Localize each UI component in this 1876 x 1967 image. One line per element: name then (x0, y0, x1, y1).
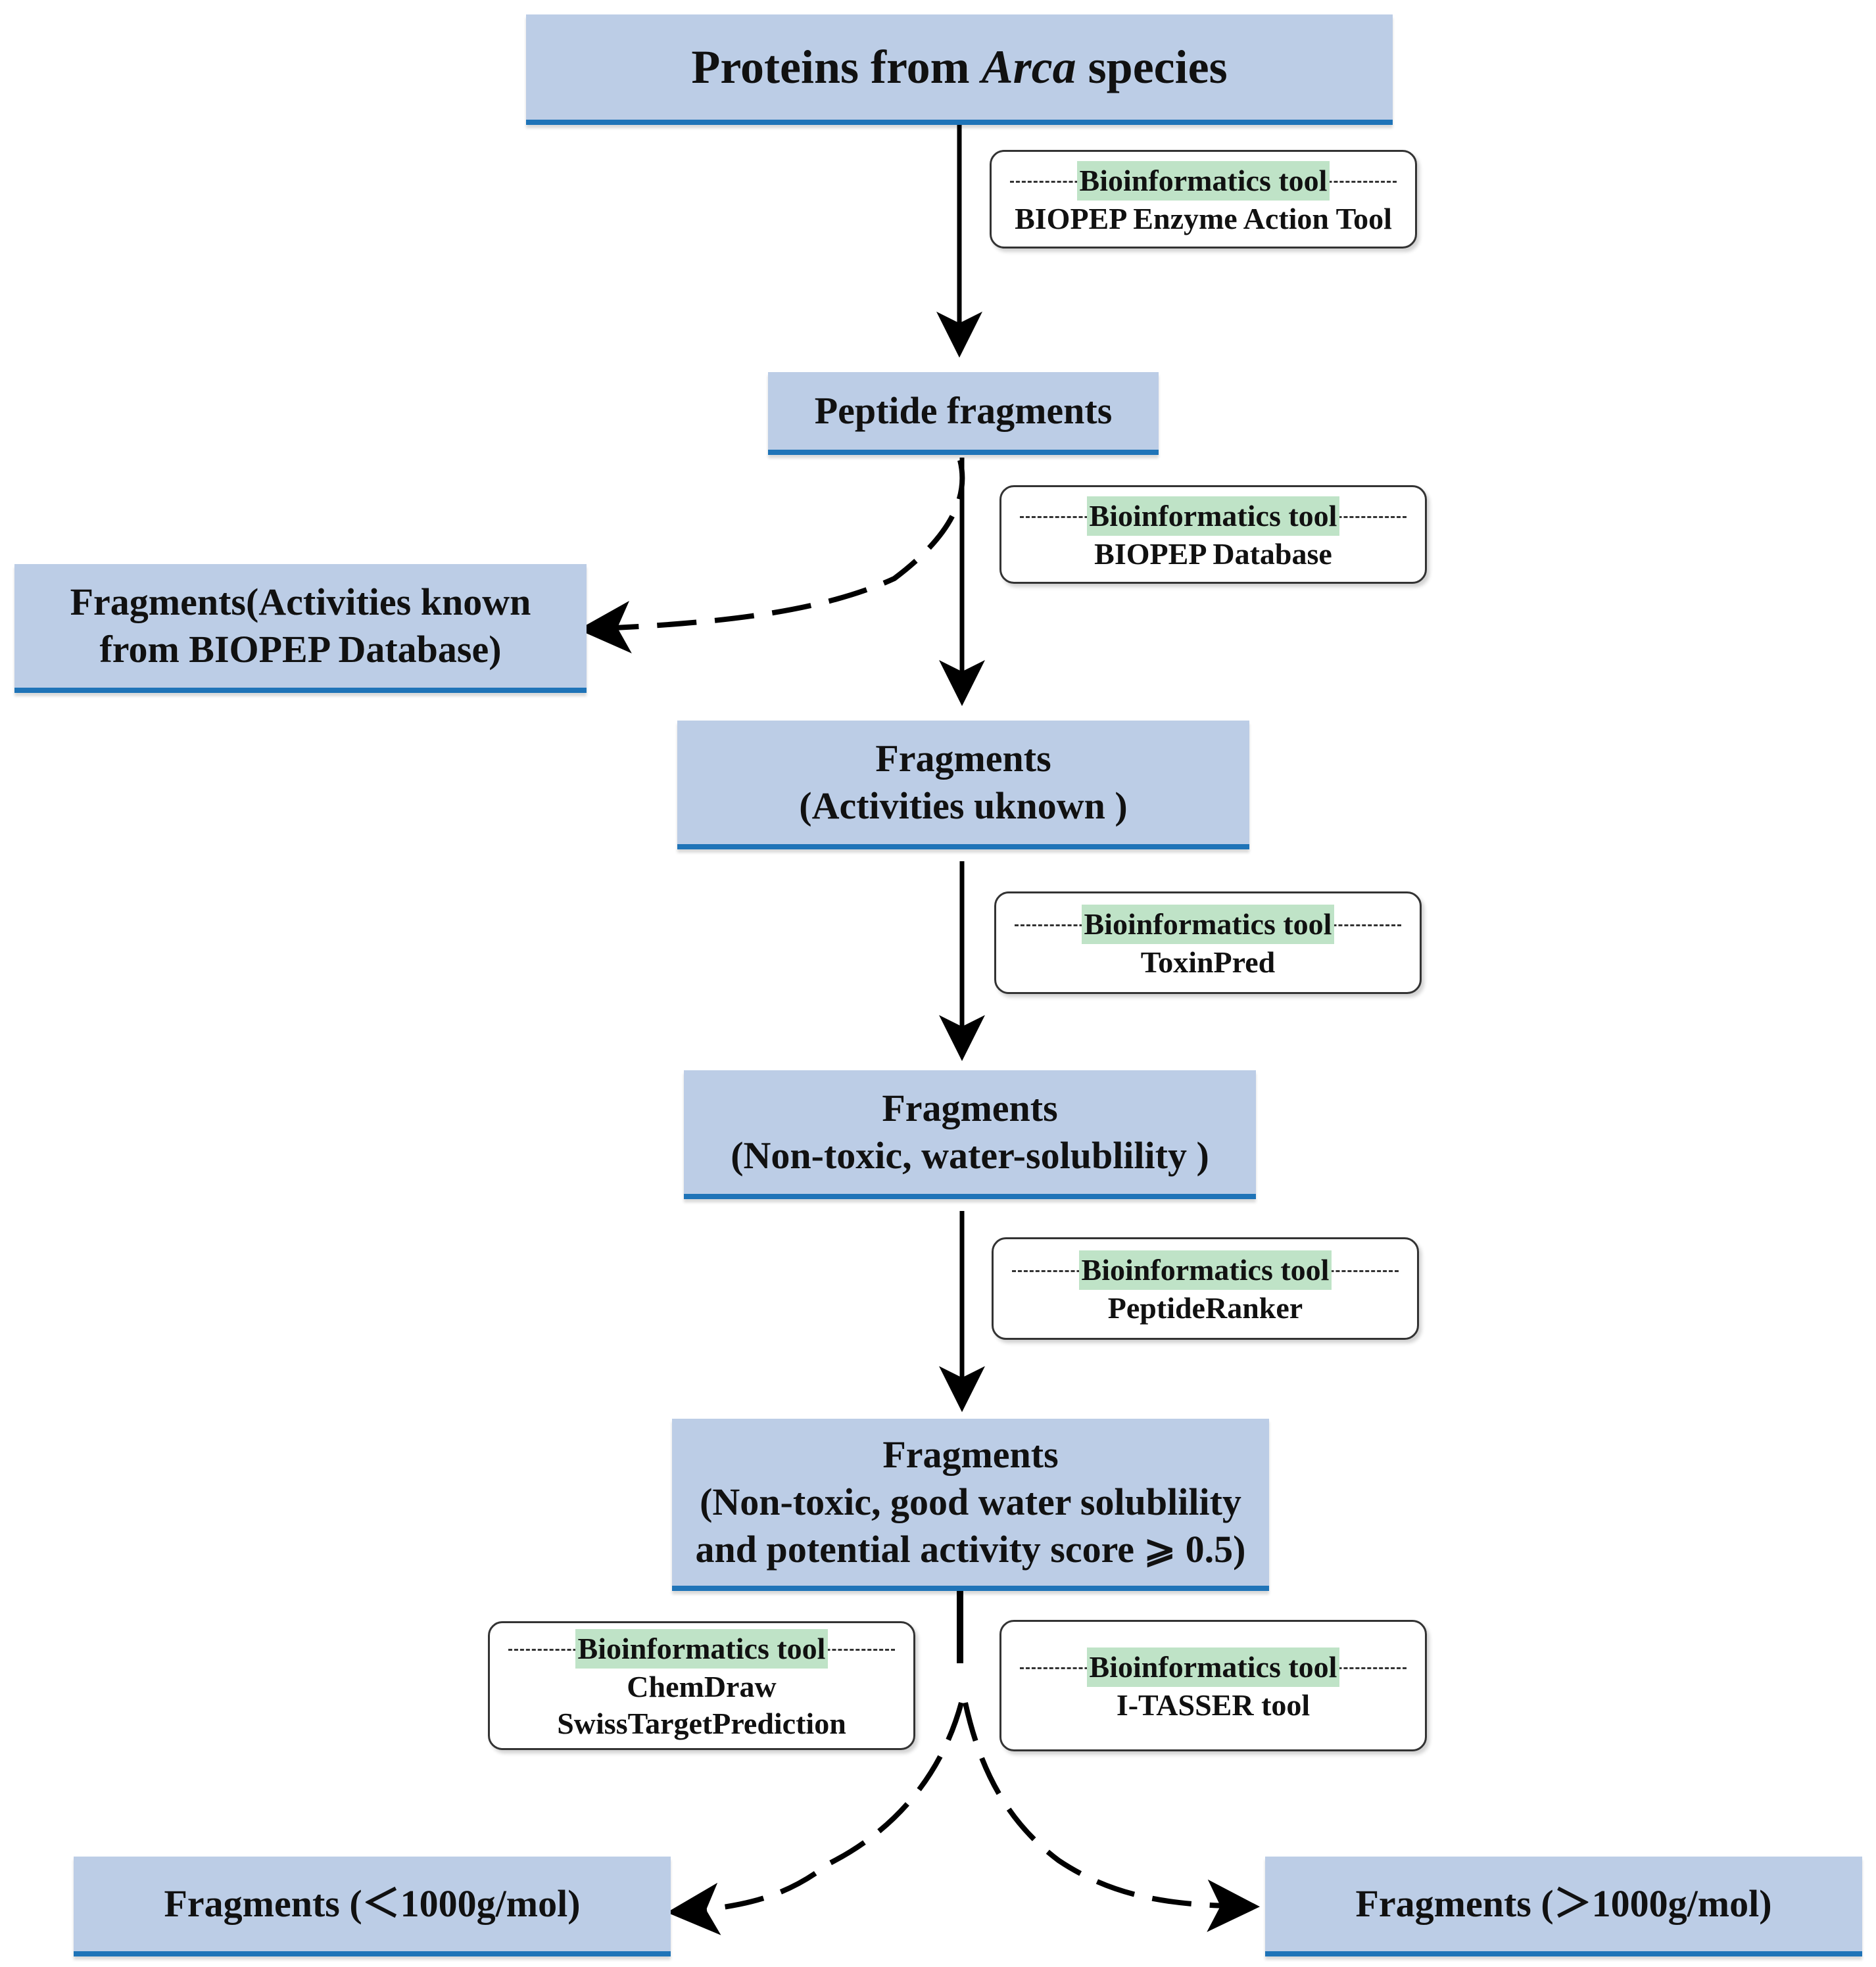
nontoxic-line2: (Non-toxic, water-solublility ) (731, 1134, 1209, 1177)
node-large-fragments: Fragments (＞1000g/mol) (1265, 1857, 1862, 1956)
tool-box-enzyme-action: Bioinformatics tool BIOPEP Enzyme Action… (990, 150, 1417, 249)
tool-header: Bioinformatics tool (1078, 1250, 1332, 1290)
tool-value: PeptideRanker (1107, 1291, 1303, 1325)
scored-line1: Fragments (882, 1433, 1059, 1476)
node-unknown-activities: Fragments (Activities uknown ) (677, 721, 1249, 849)
known-line2: from BIOPEP Database) (99, 628, 502, 671)
node-proteins: Proteins from Arca species (526, 14, 1393, 125)
tool-header: Bioinformatics tool (1081, 905, 1335, 944)
tool-box-biopep-database: Bioinformatics tool BIOPEP Database (999, 485, 1427, 584)
tool-box-toxinpred: Bioinformatics tool ToxinPred (994, 891, 1422, 994)
dashed-arrow-to-known (578, 460, 965, 653)
scored-line2: (Non-toxic, good water solublility (700, 1481, 1241, 1523)
tool-header: Bioinformatics tool (1076, 161, 1330, 201)
proteins-prefix: Proteins from (691, 41, 982, 93)
peptide-fragments-label: Peptide fragments (814, 389, 1113, 432)
node-known-activities: Fragments(Activities known from BIOPEP D… (14, 564, 587, 693)
tool-value: ToxinPred (1140, 945, 1276, 979)
tool-value: BIOPEP Enzyme Action Tool (1015, 202, 1392, 235)
node-nontoxic: Fragments (Non-toxic, water-solublility … (684, 1070, 1256, 1199)
node-small-fragments: Fragments (＜1000g/mol) (74, 1857, 671, 1956)
tool-value: BIOPEP Database (1094, 537, 1332, 571)
tool-header: Bioinformatics tool (1086, 496, 1340, 536)
tool-box-itasser: Bioinformatics tool I-TASSER tool (999, 1620, 1427, 1751)
tool-box-peptideranker: Bioinformatics tool PeptideRanker (992, 1237, 1419, 1340)
unknown-line1: Fragments (875, 737, 1051, 780)
tool-header: Bioinformatics tool (575, 1629, 829, 1669)
scored-line3: and potential activity score ⩾ 0.5) (695, 1528, 1246, 1571)
tool-header: Bioinformatics tool (1086, 1647, 1340, 1687)
small-label: Fragments (＜1000g/mol) (164, 1882, 581, 1925)
unknown-line2: (Activities uknown ) (799, 784, 1128, 827)
proteins-suffix: species (1076, 41, 1228, 93)
tool-box-chemdraw-swiss: Bioinformatics tool ChemDraw SwissTarget… (488, 1621, 915, 1750)
tool-value: I-TASSER tool (1116, 1688, 1311, 1722)
tool-value: SwissTargetPrediction (557, 1707, 846, 1740)
tool-value: ChemDraw (627, 1670, 777, 1703)
known-line1: Fragments(Activities known (70, 581, 531, 623)
node-scored: Fragments (Non-toxic, good water solubli… (672, 1419, 1269, 1591)
node-peptide-fragments: Peptide fragments (768, 372, 1159, 455)
proteins-genus: Arca (981, 41, 1076, 93)
dashed-arrow-to-large (963, 1702, 1260, 1932)
large-label: Fragments (＞1000g/mol) (1355, 1882, 1772, 1925)
nontoxic-line1: Fragments (882, 1087, 1058, 1129)
dashed-arrow-to-small (667, 1701, 964, 1935)
